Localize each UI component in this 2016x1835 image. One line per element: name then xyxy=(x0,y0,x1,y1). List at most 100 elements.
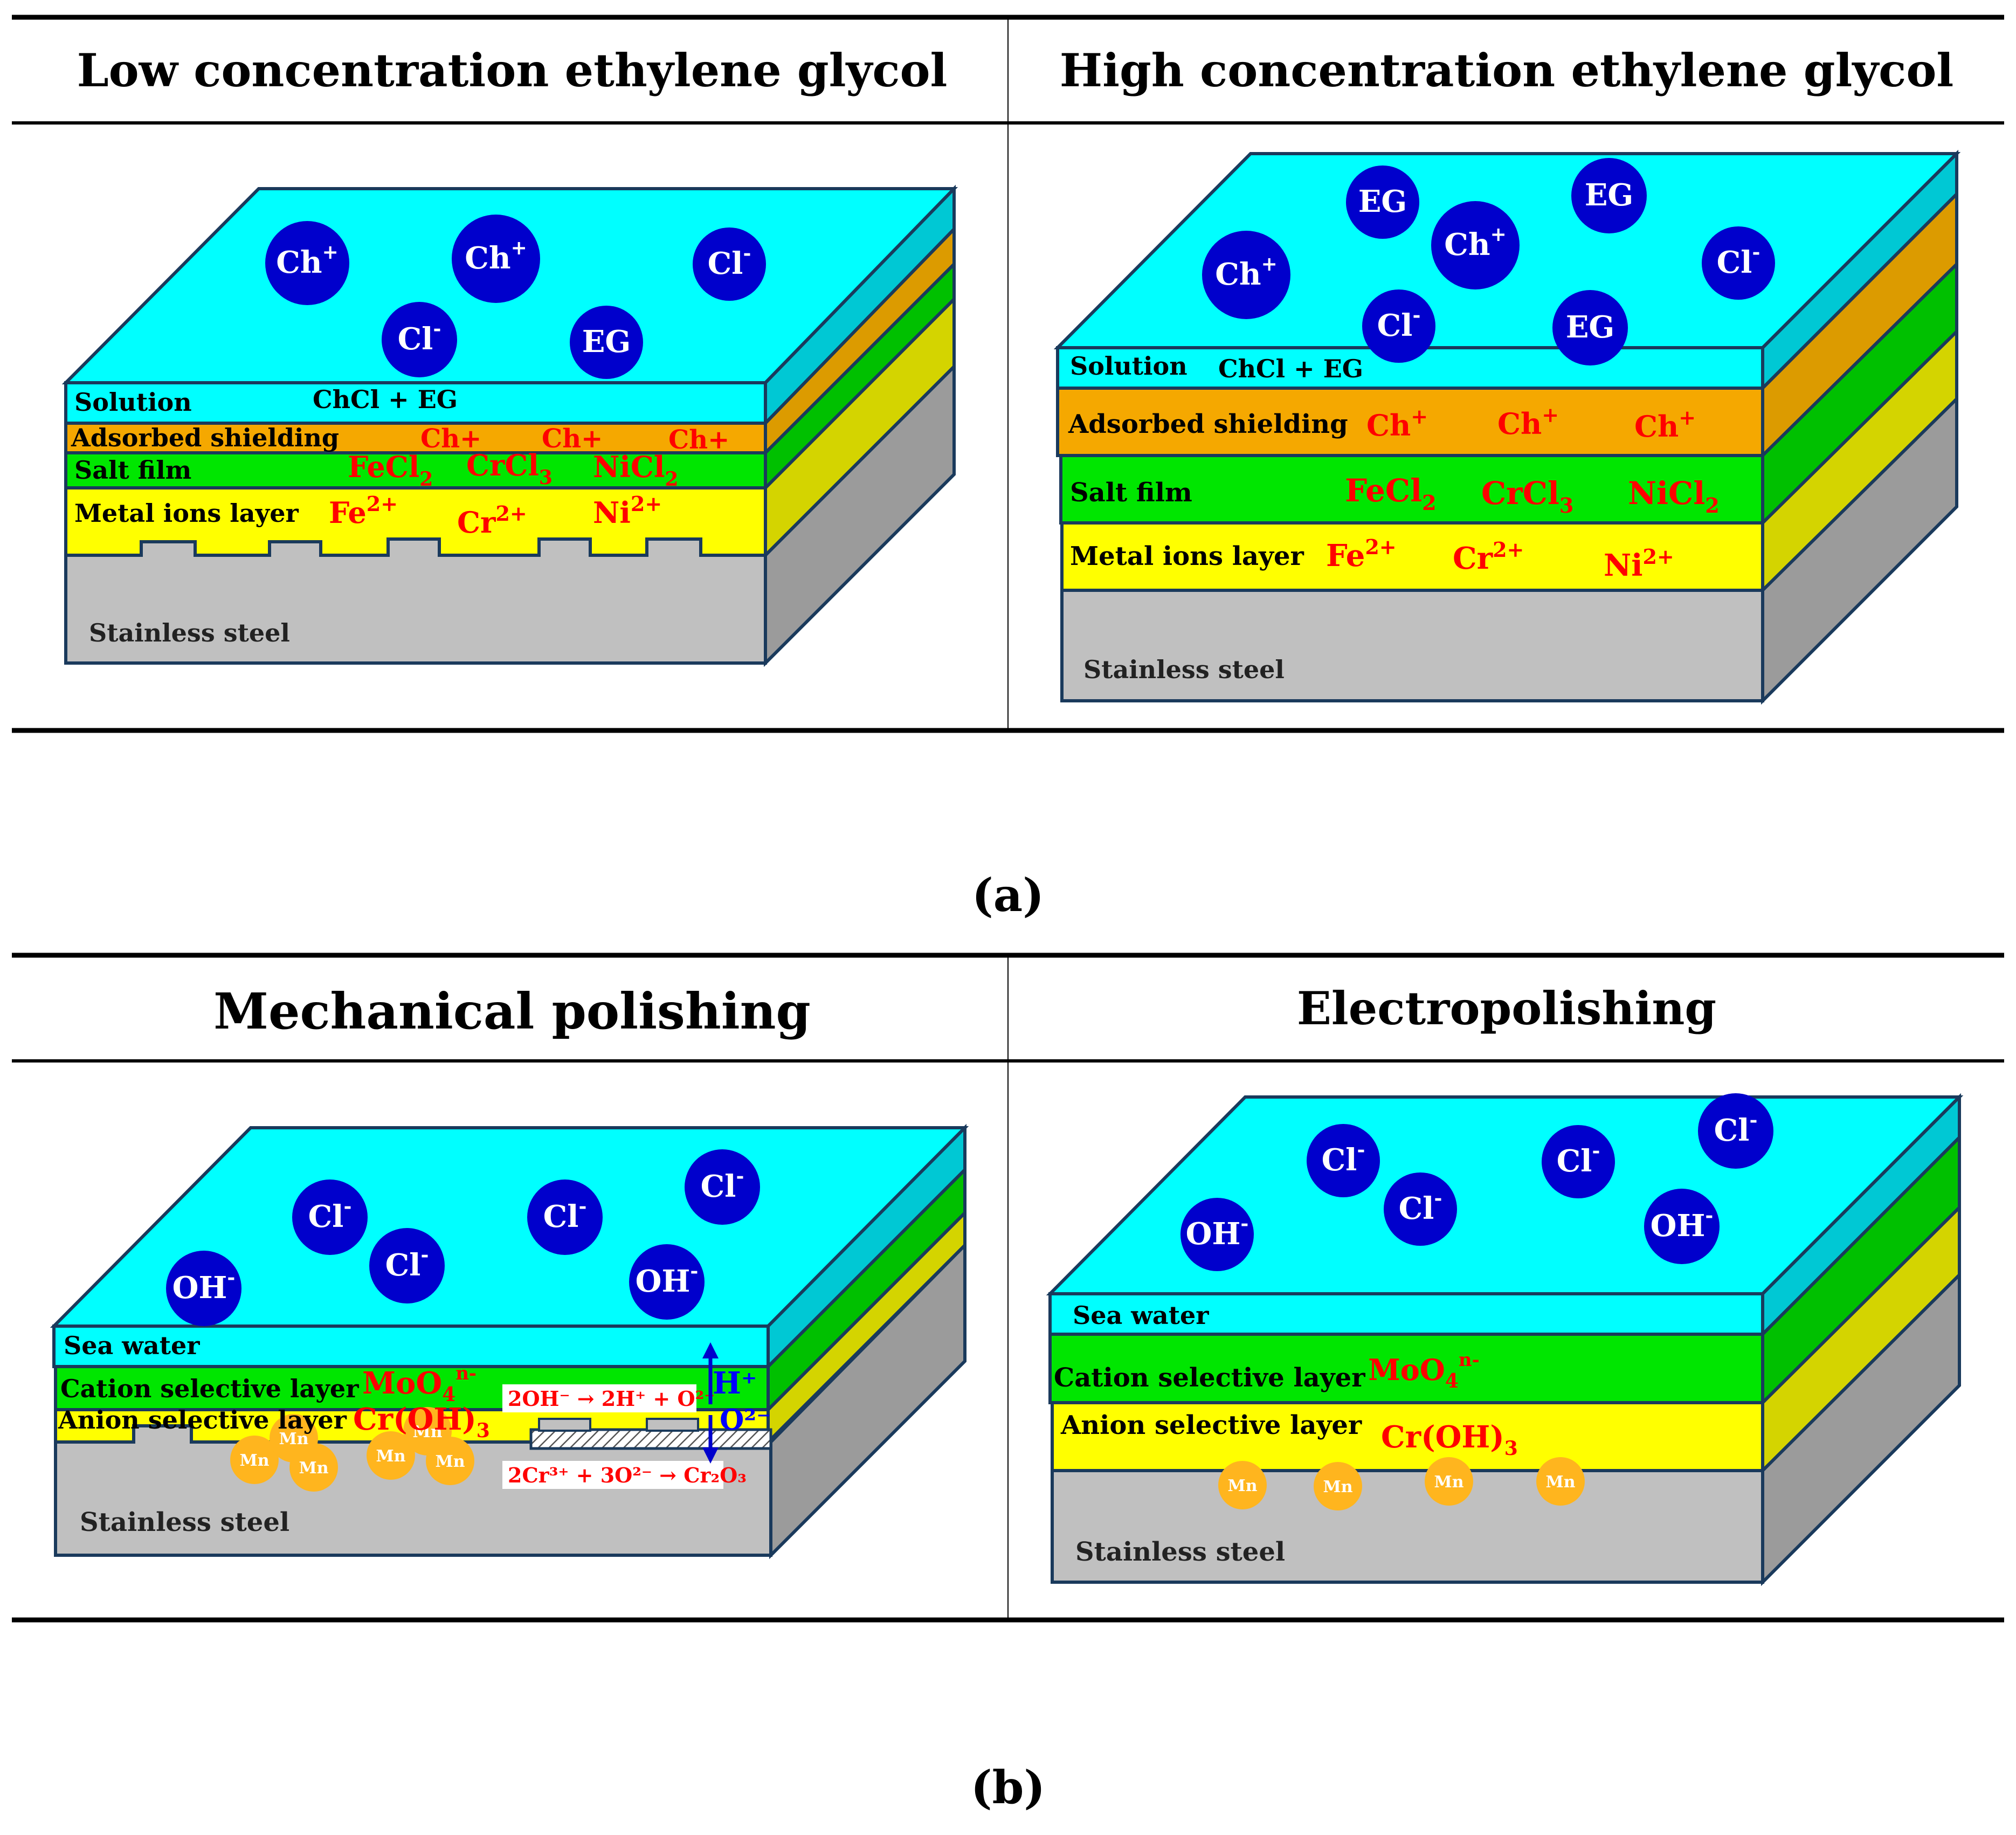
svg-text:Cl-: Cl- xyxy=(1399,1187,1442,1226)
svg-text:EG: EG xyxy=(1585,177,1634,213)
electro-ion-3: Cl- xyxy=(1698,1093,1773,1169)
panel-a-table xyxy=(12,15,2004,733)
electro-anion-label: Anion selective layer xyxy=(1060,1410,1362,1440)
high-salt-species-3: NiCl2 xyxy=(1628,475,1720,518)
high-shield-ion-2: Ch+ xyxy=(1497,403,1559,441)
electro-molybdate: MoO4n- xyxy=(1368,1349,1480,1392)
svg-text:Cl-: Cl- xyxy=(1377,304,1421,343)
svg-text:Mn: Mn xyxy=(1545,1473,1575,1492)
svg-text:OH-: OH- xyxy=(1186,1212,1249,1252)
high-shielding-label: Adsorbed shielding xyxy=(1068,409,1348,439)
low-metal-ion-3: Ni2+ xyxy=(593,492,662,530)
heading-low-concentration: Low concentration ethylene glycol xyxy=(77,44,948,97)
svg-text:Mn: Mn xyxy=(239,1451,269,1470)
svg-text:Mn: Mn xyxy=(412,1423,442,1441)
svg-text:Cl-: Cl- xyxy=(398,318,441,357)
low-ion-4: Cl- xyxy=(382,302,457,377)
mech-hydroxide: Cr(OH)3 xyxy=(353,1402,490,1442)
mn-particle: Mn xyxy=(1536,1457,1585,1506)
mech-ion-6: OH- xyxy=(629,1244,705,1320)
low-shield-ion-1: Ch+ xyxy=(420,424,481,454)
heading-mechanical-polishing: Mechanical polishing xyxy=(213,982,811,1040)
high-ion-2: EG xyxy=(1571,158,1647,233)
seawater-layer xyxy=(52,1324,770,1368)
mn-particle: Mn xyxy=(426,1437,474,1485)
arrow-head-up xyxy=(702,1342,719,1358)
mech-cation-label: Cation selective layer xyxy=(60,1374,359,1403)
high-salt-species-2: CrCl3 xyxy=(1481,475,1573,518)
stainless-steel-substrate xyxy=(64,537,767,665)
svg-text:Cl-: Cl- xyxy=(1717,241,1760,280)
mech-anion-label: Anion selective layer xyxy=(58,1405,347,1434)
reaction-2: 2Cr³⁺ + 3O²⁻ → Cr₂O₃ xyxy=(508,1463,747,1487)
electro-ion-4: Cl- xyxy=(1384,1172,1457,1246)
adsorbed-shielding-layer xyxy=(64,422,767,454)
reaction-1: 2OH⁻ → 2H⁺ + O²⁻ xyxy=(508,1386,715,1411)
low-metal-ion-2: Cr2+ xyxy=(457,501,527,540)
low-shield-ion-2: Ch+ xyxy=(542,424,603,454)
svg-text:Cl-: Cl- xyxy=(1714,1109,1758,1148)
svg-text:Mn: Mn xyxy=(435,1452,465,1471)
low-metal-ion-1: Fe2+ xyxy=(329,492,398,530)
svg-text:Ch+: Ch+ xyxy=(276,241,338,280)
mech-ion-1: Cl- xyxy=(292,1179,368,1255)
svg-text:Mn: Mn xyxy=(1434,1473,1463,1492)
svg-text:Mn: Mn xyxy=(1323,1478,1352,1496)
mech-ion-2: Cl- xyxy=(527,1179,603,1255)
mn-particle: Mn xyxy=(1218,1461,1267,1509)
adsorbed-shielding-layer xyxy=(1056,387,1764,457)
block-electropolishing: Cl- Cl- Cl- Cl- OH- OH- Mn Mn Mn Mn Sea … xyxy=(1046,1093,1964,1586)
svg-text:Cl-: Cl- xyxy=(385,1244,429,1283)
mn-particle: Mn xyxy=(367,1431,415,1480)
anion-selective-layer xyxy=(1051,1401,1764,1472)
electro-ion-2: Cl- xyxy=(1542,1125,1615,1198)
high-steel-label: Stainless steel xyxy=(1083,655,1285,684)
heading-high-concentration: High concentration ethylene glycol xyxy=(1060,44,1954,97)
high-metal-ion-1: Fe2+ xyxy=(1326,535,1397,574)
mn-particle: Mn xyxy=(1314,1462,1362,1510)
svg-text:OH-: OH- xyxy=(636,1260,699,1299)
svg-text:Mn: Mn xyxy=(376,1447,405,1466)
cation-selective-layer xyxy=(1048,1333,1764,1404)
high-ion-6: Cl- xyxy=(1362,289,1435,363)
svg-text:Cl-: Cl- xyxy=(1557,1140,1600,1179)
high-solution-formula: ChCl + EG xyxy=(1218,354,1363,383)
block-low-concentration: Ch+ Ch+ Cl- Cl- EG Solution ChCl + EG Ad… xyxy=(61,184,958,667)
high-ion-3: Ch+ xyxy=(1431,201,1520,289)
low-solution-label: Solution xyxy=(74,388,192,417)
low-ion-2: Ch+ xyxy=(452,215,540,303)
svg-text:EG: EG xyxy=(1566,309,1615,345)
low-salt-species-2: CrCl3 xyxy=(466,448,553,489)
svg-text:OH-: OH- xyxy=(1651,1204,1714,1244)
high-salt-species-1: FeCl2 xyxy=(1345,472,1437,515)
arrow-head-down xyxy=(702,1447,719,1464)
panel-b-table xyxy=(12,953,2004,1623)
low-metal-label: Metal ions layer xyxy=(74,499,299,528)
low-solution-formula: ChCl + EG xyxy=(313,385,458,414)
high-metal-ion-3: Ni2+ xyxy=(1604,544,1674,583)
mn-particle: Mn xyxy=(1425,1457,1473,1506)
cr2o3-hatched-film xyxy=(529,1428,772,1450)
high-shield-ion-1: Ch+ xyxy=(1366,404,1428,443)
o-minus-label: O²⁻ xyxy=(720,1404,771,1437)
mech-ion-5: OH- xyxy=(166,1251,241,1326)
high-ion-7: EG xyxy=(1552,290,1628,365)
svg-text:Cl-: Cl- xyxy=(543,1195,587,1234)
electro-steel-label: Stainless steel xyxy=(1075,1537,1285,1567)
high-salt-label: Salt film xyxy=(1070,478,1192,508)
electro-ion-6: OH- xyxy=(1644,1189,1720,1264)
mech-ion-4: Cl- xyxy=(369,1228,445,1303)
oxide-bump-2 xyxy=(646,1418,699,1432)
reaction-2-box xyxy=(502,1461,723,1489)
low-salt-species-1: FeCl2 xyxy=(348,450,433,491)
high-metal-ion-2: Cr2+ xyxy=(1453,537,1524,576)
svg-text:EG: EG xyxy=(582,324,631,360)
low-salt-label: Salt film xyxy=(74,456,191,485)
high-solution-label: Solution xyxy=(1070,351,1187,381)
mech-ion-3: Cl- xyxy=(685,1149,760,1225)
mech-molybdate: MoO4n- xyxy=(362,1363,477,1406)
reaction-1-box xyxy=(502,1384,696,1412)
low-shielding-label: Adsorbed shielding xyxy=(71,423,339,452)
stainless-steel-substrate xyxy=(1060,589,1764,702)
